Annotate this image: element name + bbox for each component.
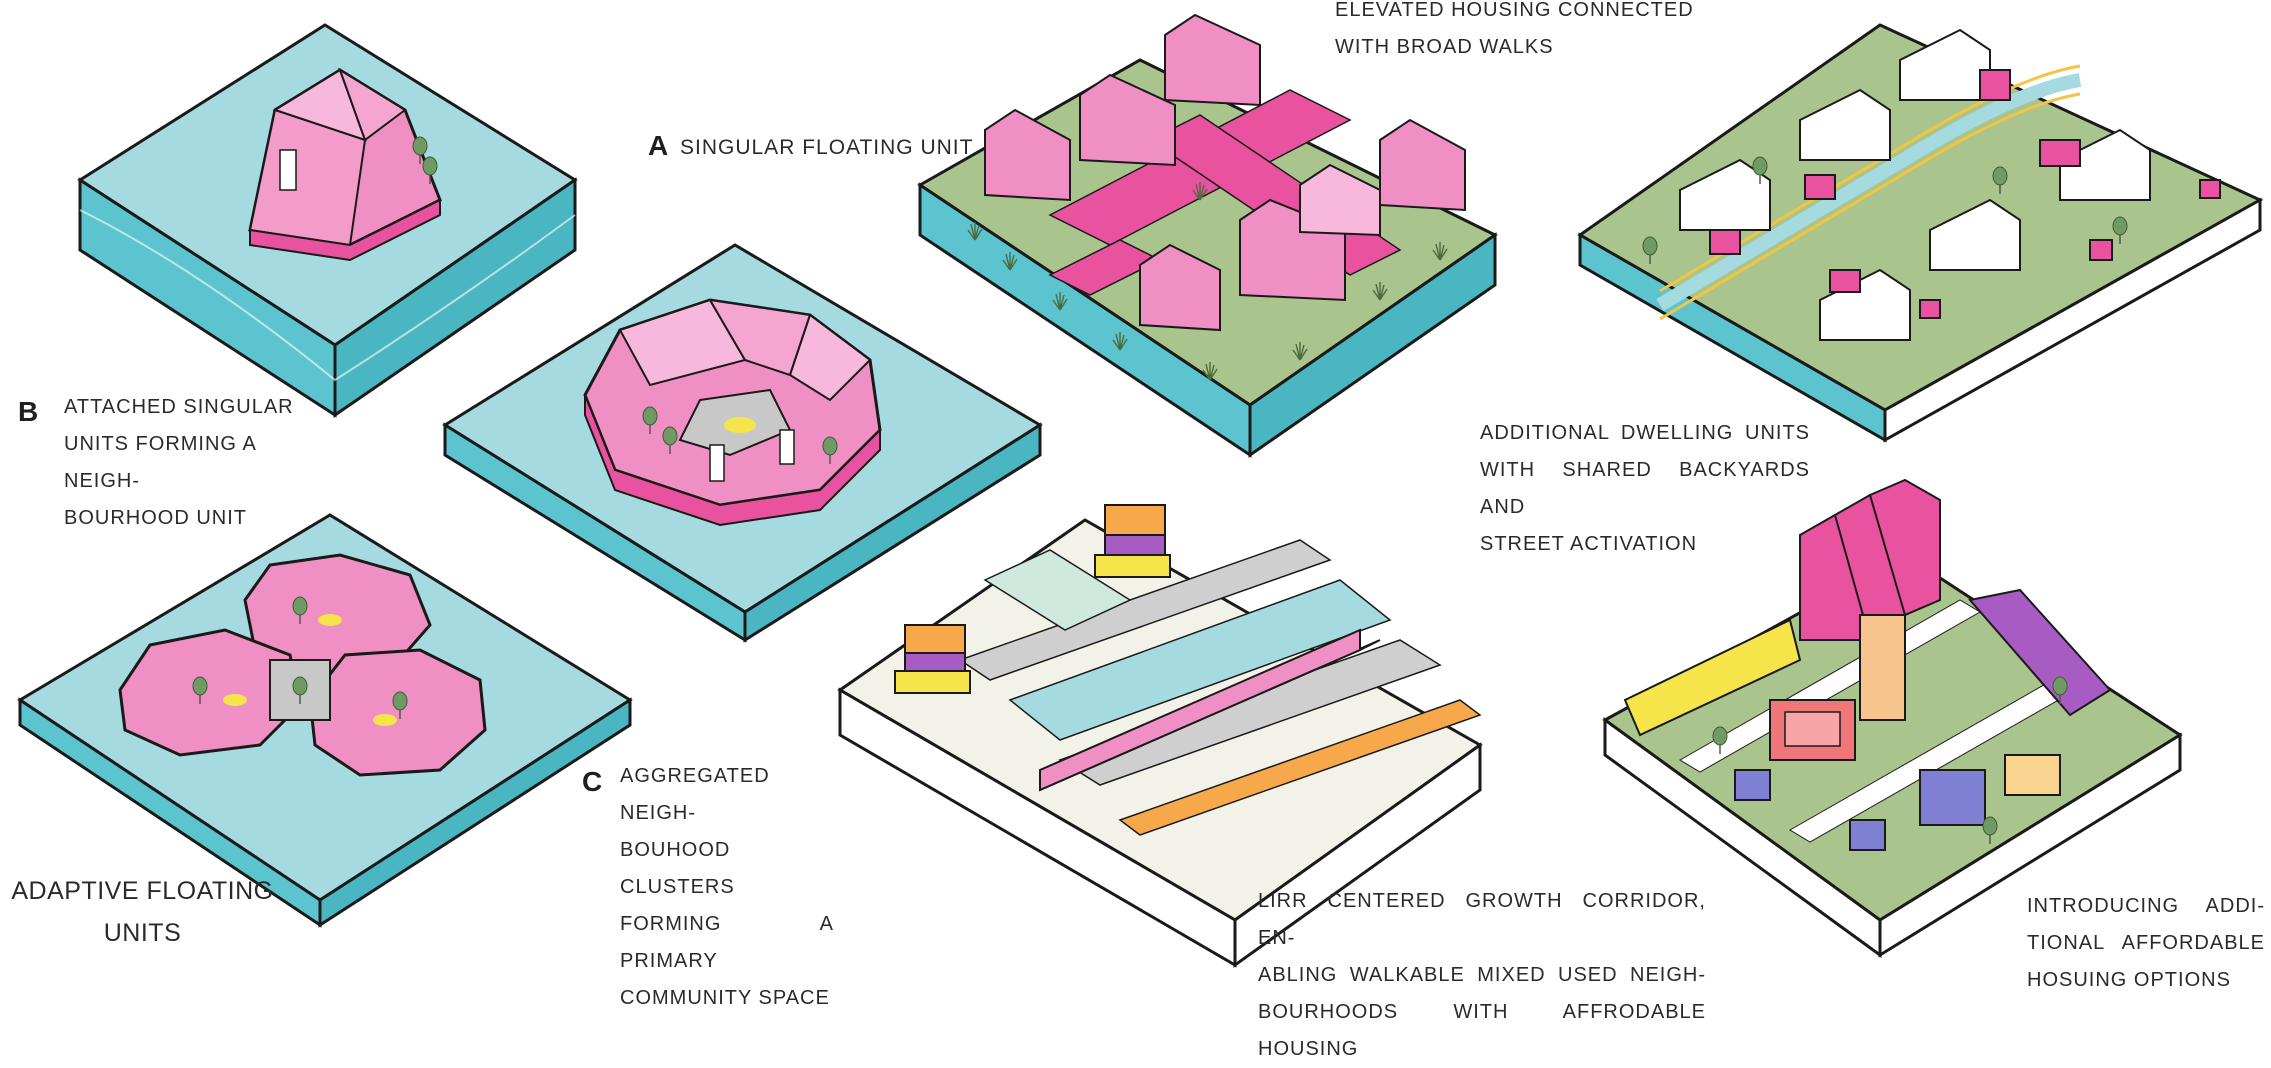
- diagram-artwork: [17, 13, 2264, 968]
- label-intro-line: INTRODUCING ADDI-: [2027, 895, 2265, 917]
- label-intro-line: TIONAL AFFORDABLE: [2027, 932, 2265, 954]
- label-b-line: UNITS FORMING A NEIGH-: [64, 433, 256, 492]
- neighbourhood-unit-diagram: [442, 243, 1043, 643]
- label-intro-line: HOSUING OPTIONS: [2027, 969, 2231, 991]
- label-adu-line: STREET ACTIVATION: [1480, 533, 1698, 555]
- label-adu-line: WITH SHARED BACKYARDS AND: [1480, 459, 1810, 518]
- label-lirr: LIRR CENTERED GROWTH CORRIDOR, EN- ABLIN…: [1258, 883, 1706, 1068]
- label-adu: ADDITIONAL DWELLING UNITS WITH SHARED BA…: [1480, 415, 1810, 563]
- floating-unit-diagram: [77, 23, 578, 418]
- label-b-line: ATTACHED SINGULAR: [64, 396, 294, 418]
- label-adaptive-line: UNITS: [103, 919, 182, 947]
- label-adaptive-line: ADAPTIVE FLOATING: [11, 877, 274, 905]
- label-elevated-line: WITH BROAD WALKS: [1335, 36, 1554, 58]
- elevated-housing-diagram: [917, 13, 1498, 458]
- adu-diagram: [1577, 23, 2264, 443]
- label-b-letter: B: [18, 396, 39, 427]
- label-c-line: AGGREGATED NEIGH-: [620, 765, 770, 824]
- cluster-diagram: [17, 513, 633, 928]
- label-c-line: FORMING A PRIMARY: [620, 913, 834, 972]
- label-a-text: SINGULAR FLOATING UNIT: [680, 136, 974, 159]
- label-adu-line: ADDITIONAL DWELLING UNITS: [1480, 422, 1810, 444]
- label-c-letter: C: [582, 766, 603, 797]
- label-c-line: COMMUNITY SPACE: [620, 987, 830, 1009]
- label-elevated-line: ELEVATED HOUSING CONNECTED: [1335, 0, 1694, 21]
- label-adaptive: ADAPTIVE FLOATING UNITS: [10, 870, 275, 954]
- lirr-corridor-diagram: [837, 504, 1483, 968]
- label-elevated: ELEVATED HOUSING CONNECTED WITH BROAD WA…: [1335, 0, 1695, 66]
- label-c-line: BOUHOOD CLUSTERS: [620, 839, 735, 898]
- label-lirr-line: LIRR CENTERED GROWTH CORRIDOR, EN-: [1258, 890, 1706, 949]
- label-b-text: ATTACHED SINGULAR UNITS FORMING A NEIGH-…: [64, 389, 324, 537]
- label-intro: INTRODUCING ADDI- TIONAL AFFORDABLE HOSU…: [2027, 888, 2265, 999]
- label-lirr-line: ABLING WALKABLE MIXED USED NEIGH-: [1258, 964, 1706, 986]
- label-b-line: BOURHOOD UNIT: [64, 507, 247, 529]
- label-c-text: AGGREGATED NEIGH- BOUHOOD CLUSTERS FORMI…: [620, 758, 834, 1017]
- label-lirr-line: BOURHOODS WITH AFFRODABLE HOUSING: [1258, 1001, 1706, 1060]
- affordable-housing-diagram: [1602, 478, 2183, 958]
- label-a-letter: A: [648, 130, 669, 161]
